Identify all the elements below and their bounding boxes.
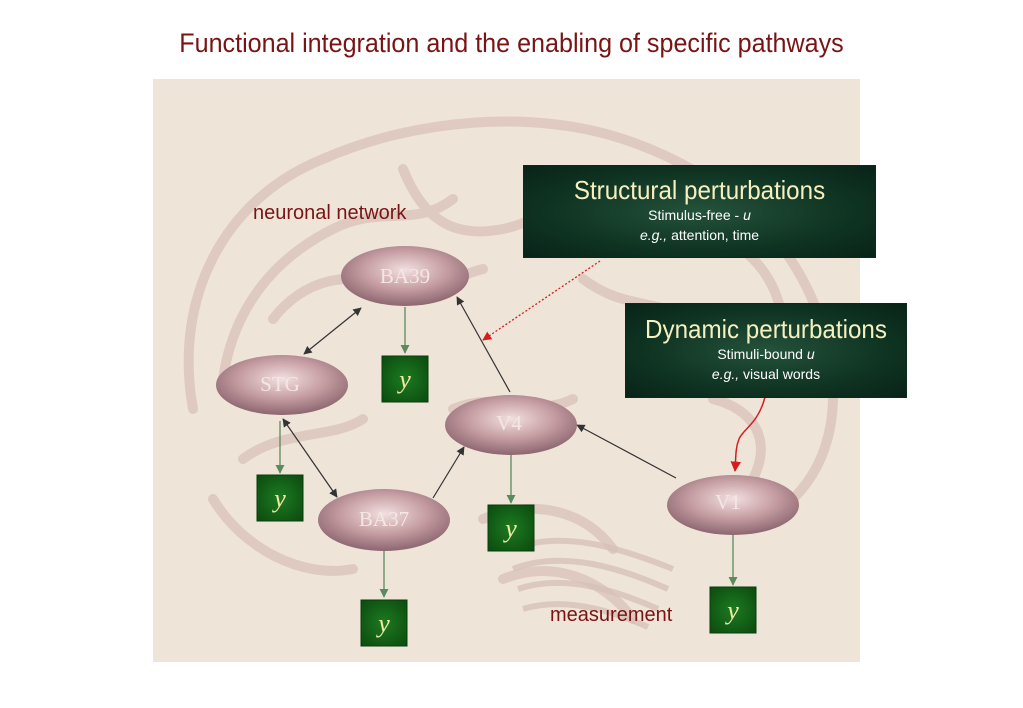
structural-perturbation-arrow [482,260,601,341]
structural-line-2-text: attention, time [667,227,760,243]
dynamic-line-1-text: Stimuli-bound [717,346,807,362]
node-ba39: BA39 [341,246,469,306]
y-label: y [271,484,286,513]
network-diagram: BA39 STG V4 BA37 V1 y y y [183,116,838,647]
dynamic-title: Dynamic perturbations [645,314,887,344]
node-label-stg: STG [260,372,300,396]
node-label-ba39: BA39 [380,264,430,288]
y-label: y [502,514,517,543]
measurement-label: measurement [550,604,673,626]
node-ba37: BA37 [318,489,450,551]
y-label: y [375,609,390,638]
edge-ba37-v4 [432,446,465,499]
y-label: y [396,365,411,394]
node-label-v1: V1 [715,490,741,514]
structural-title: Structural perturbations [573,175,826,205]
y-box-stg: y [256,474,304,522]
y-box-ba39: y [381,355,429,403]
structural-line-1-var: u [743,207,751,223]
dynamic-line-1: Stimuli-bound u [626,344,906,364]
structural-line-1: Stimulus-free - u [524,205,875,225]
cerebellum-illustration [511,537,675,630]
page-title: Functional integration and the enabling … [179,28,844,58]
y-label: y [724,596,739,625]
node-label-ba37: BA37 [359,507,409,531]
y-box-v1: y [709,586,757,634]
edge-v4-ba39 [456,296,511,393]
dynamic-line-2-eg: e.g., [711,366,740,382]
node-v1: V1 [667,475,799,535]
dynamic-line-1-var: u [806,346,815,362]
node-v4: V4 [445,395,577,455]
node-label-v4: V4 [496,411,522,435]
structural-line-1-text: Stimulus-free - [648,207,744,223]
dynamic-line-2-text: visual words [739,366,821,382]
edge-stg-ba37 [282,418,338,498]
dynamic-line-2: e.g., visual words [626,364,906,384]
dynamic-perturbation-arrow [730,396,766,473]
structural-line-2-eg: e.g., [639,227,668,243]
connections [275,260,766,598]
neuronal-network-label: neuronal network [253,202,407,224]
edge-v1-v4 [576,424,677,479]
structural-perturbations-box: Structural perturbations Stimulus-free -… [523,165,876,258]
dynamic-perturbations-box: Dynamic perturbations Stimuli-bound u e.… [625,303,907,398]
y-box-v4: y [487,504,535,552]
y-box-ba37: y [360,599,408,647]
edge-stg-ba39 [303,307,362,355]
structural-line-2: e.g., attention, time [524,225,875,245]
node-stg: STG [216,355,348,415]
